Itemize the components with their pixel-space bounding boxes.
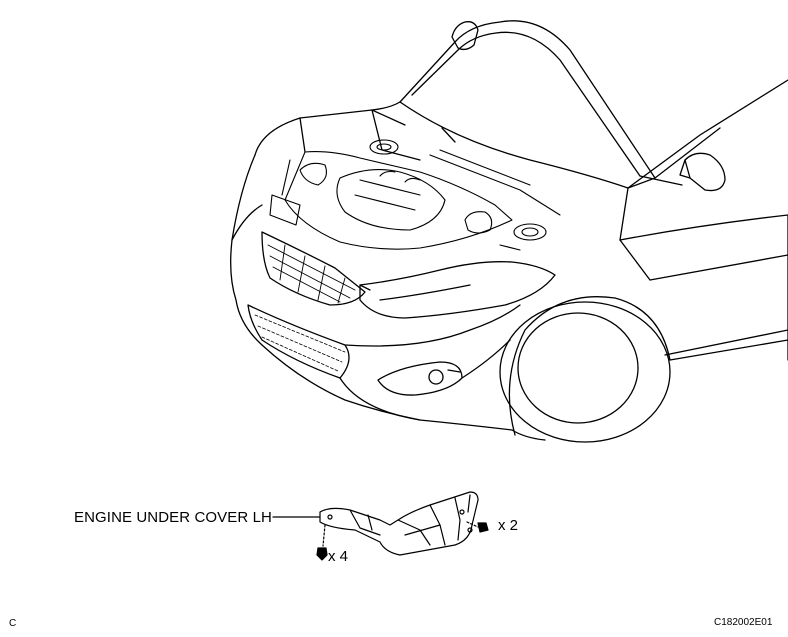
part-name-label: ENGINE UNDER COVER LH (74, 509, 272, 526)
engine-under-cover-part (272, 491, 489, 561)
bolt-left-icon (316, 524, 328, 561)
fog-lamp (377, 361, 463, 396)
hood-prop (371, 109, 406, 126)
figure-code: C182002E01 (714, 617, 773, 628)
bolt-left-quantity: x 4 (328, 548, 349, 565)
corner-mark: C (9, 618, 17, 629)
bolt-right-icon (466, 521, 489, 533)
side-mirror (679, 152, 726, 192)
bumper-lines (339, 304, 521, 421)
headlight (359, 261, 556, 319)
bolt-right-quantity: x 2 (498, 517, 519, 534)
antenna-mirror-top (451, 21, 479, 51)
lower-grille (247, 304, 350, 379)
front-wheel (499, 296, 671, 443)
engine-compartment (269, 139, 561, 251)
car-drawing (230, 20, 788, 443)
hood-panel (399, 20, 656, 189)
upper-grille (261, 231, 366, 306)
windshield (619, 79, 788, 281)
